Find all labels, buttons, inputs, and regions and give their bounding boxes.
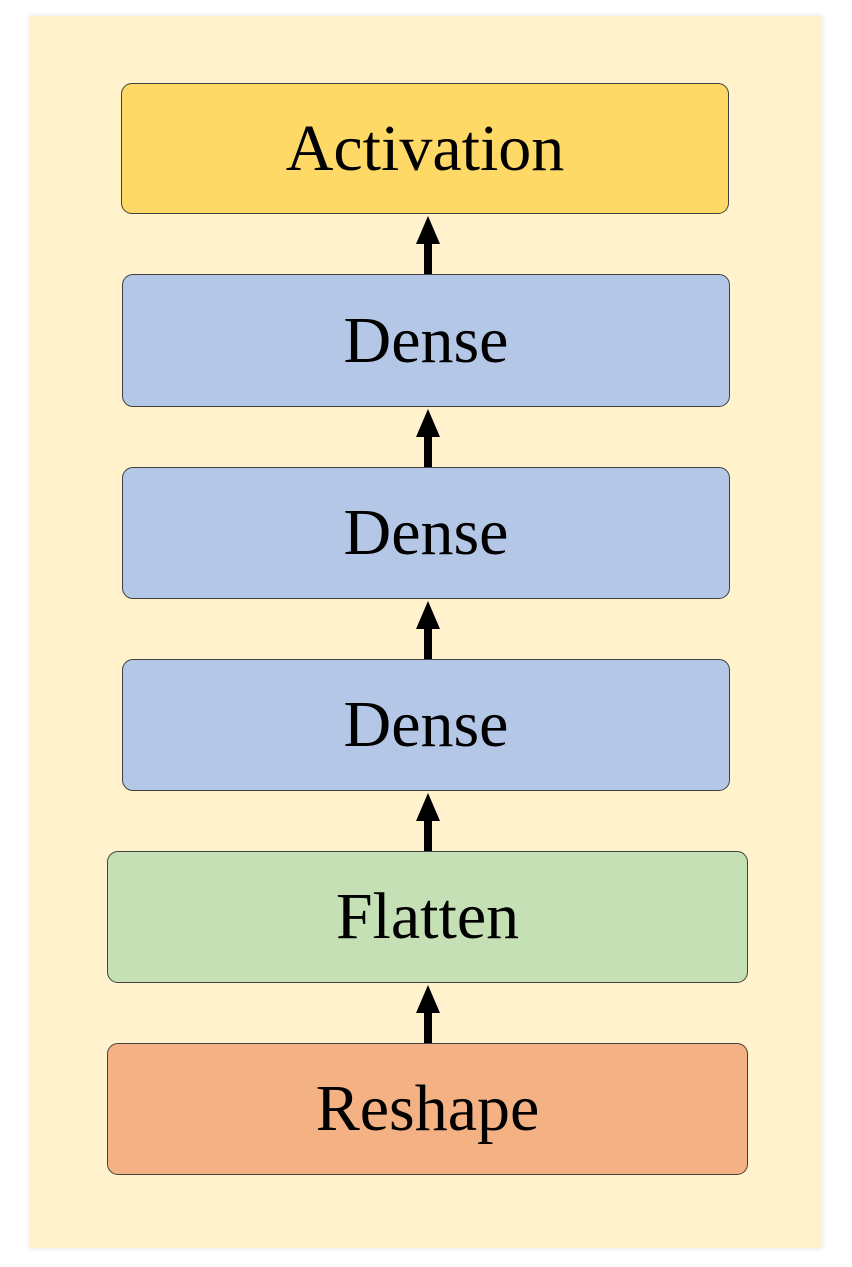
layer-activation-label: Activation [285, 111, 565, 185]
layer-dense-3: Dense [122, 274, 730, 407]
layer-dense-2: Dense [122, 467, 730, 599]
layer-reshape-label: Reshape [315, 1072, 540, 1145]
layer-dense-1-label: Dense [343, 688, 509, 761]
arrow-reshape-to-flatten [413, 983, 443, 1043]
layer-dense-2-label: Dense [343, 496, 509, 569]
layer-activation: Activation [121, 83, 729, 214]
arrow-flatten-to-dense [413, 791, 443, 851]
layer-dense-3-label: Dense [343, 303, 509, 377]
arrow-dense-to-dense-upper [413, 407, 443, 467]
layer-dense-1: Dense [122, 659, 730, 791]
arrow-dense-to-dense-lower [413, 599, 443, 659]
layer-reshape: Reshape [107, 1043, 748, 1175]
arrow-dense-to-activation [413, 214, 443, 274]
layer-flatten-label: Flatten [335, 880, 520, 953]
layer-flatten: Flatten [107, 851, 748, 983]
